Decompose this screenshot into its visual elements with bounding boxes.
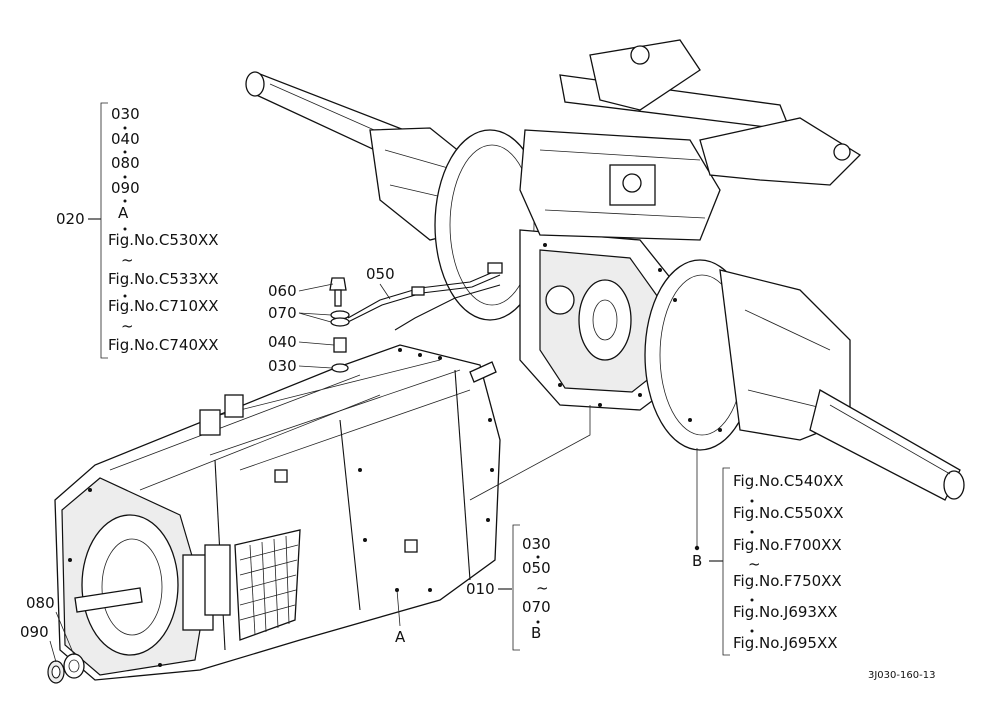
callout-020-item: Fig.No.C740XX xyxy=(108,336,219,354)
part-label-050: 050 xyxy=(366,265,395,283)
rear-axle-housing-drawing xyxy=(245,39,965,501)
callout-010-item: ~ xyxy=(536,579,549,597)
part-labels: 060 070 040 030 050 080 090 A xyxy=(20,265,406,663)
part-label-030: 030 xyxy=(268,357,297,375)
part-label-A: A xyxy=(395,628,406,646)
oil-pipe-drawing xyxy=(347,262,503,331)
callout-B-item: Fig.No.F700XX xyxy=(733,536,842,554)
callout-020-item: ~ xyxy=(121,251,134,269)
callout-010: 010 030 050 ~ 070 B xyxy=(466,405,591,651)
callout-010-item: 050 xyxy=(522,559,551,577)
callout-020-item: Fig.No.C530XX xyxy=(108,231,219,249)
callout-B-item: Fig.No.C540XX xyxy=(733,472,844,490)
callout-010-item: B xyxy=(531,624,541,642)
part-label-070: 070 xyxy=(268,304,297,322)
callout-B-item: ~ xyxy=(748,555,761,573)
callout-020-item: A xyxy=(118,204,129,222)
part-label-090: 090 xyxy=(20,623,49,641)
transmission-case-drawing xyxy=(54,344,501,681)
drawing-code: 3J030-160-13 xyxy=(868,670,935,681)
callout-020-label: 020 xyxy=(56,210,85,228)
callout-020-item: ~ xyxy=(121,317,134,335)
callout-010-item: 030 xyxy=(522,535,551,553)
callout-B-item: Fig.No.C550XX xyxy=(733,504,844,522)
callout-020-item: Fig.No.C533XX xyxy=(108,270,219,288)
callout-B-label: B xyxy=(692,552,702,570)
callout-020-item: 090 xyxy=(111,179,140,197)
callout-B-item: Fig.No.F750XX xyxy=(733,572,842,590)
callout-B-item: Fig.No.J693XX xyxy=(733,603,838,621)
callout-020-item: Fig.No.C710XX xyxy=(108,297,219,315)
callout-020-item: 040 xyxy=(111,130,140,148)
callout-020-item: 030 xyxy=(111,105,140,123)
bolt-and-washers-drawing xyxy=(329,277,350,373)
callout-020-item: 080 xyxy=(111,154,140,172)
part-label-080: 080 xyxy=(26,594,55,612)
washers-080-090-drawing xyxy=(47,653,85,684)
callout-020: 020 030 040 080 090 A Fig.No.C530XX ~ Fi… xyxy=(56,102,219,359)
callout-010-label: 010 xyxy=(466,580,495,598)
callout-B-item: Fig.No.J695XX xyxy=(733,634,838,652)
callout-B: B Fig.No.C540XX Fig.No.C550XX Fig.No.F70… xyxy=(692,448,844,656)
callout-010-item: 070 xyxy=(522,598,551,616)
part-label-040: 040 xyxy=(268,333,297,351)
part-label-060: 060 xyxy=(268,282,297,300)
